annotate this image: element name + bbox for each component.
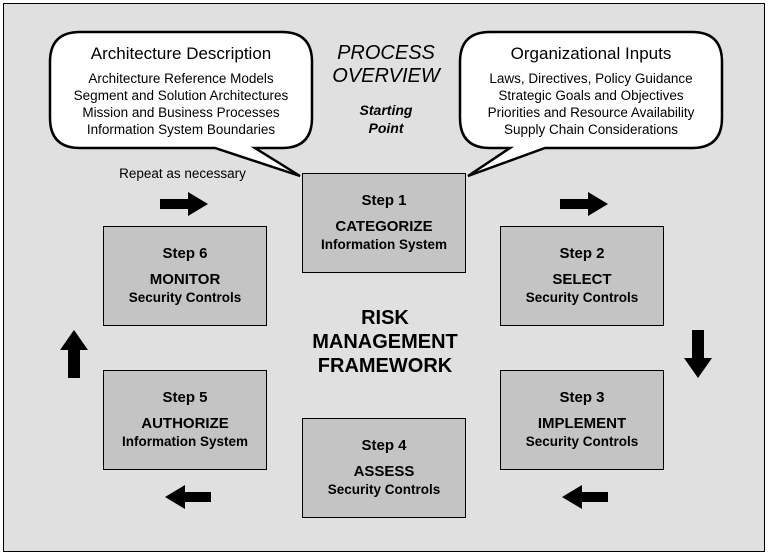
architecture-description-callout: Architecture Description Architecture Re… — [52, 44, 310, 138]
starting-point-label: Starting Point — [318, 101, 454, 137]
organizational-item: Supply Chain Considerations — [503, 122, 679, 137]
organizational-item: Laws, Directives, Policy Guidance — [489, 71, 693, 86]
step-object: Security Controls — [525, 290, 639, 305]
step-number: Step 5 — [162, 389, 208, 406]
step-action: CATEGORIZE — [335, 218, 433, 235]
organizational-item: Priorities and Resource Availability — [487, 105, 695, 120]
step-1-box: Step 1 CATEGORIZE Information System — [302, 173, 466, 273]
framework-title-line: MANAGEMENT — [312, 331, 458, 353]
step-number: Step 3 — [559, 389, 605, 406]
step-number: Step 1 — [361, 192, 407, 209]
process-title-line: OVERVIEW — [332, 65, 440, 87]
step-object: Security Controls — [327, 482, 441, 497]
architecture-callout-bubble — [48, 30, 314, 178]
step-6-box: Step 6 MONITOR Security Controls — [103, 226, 267, 326]
step-action: MONITOR — [149, 271, 221, 288]
architecture-item: Segment and Solution Architectures — [73, 88, 289, 103]
step-3-box: Step 3 IMPLEMENT Security Controls — [500, 370, 664, 470]
organizational-callout-bubble — [458, 30, 724, 178]
architecture-heading: Architecture Description — [90, 44, 272, 63]
arrow-left-icon — [562, 485, 608, 509]
step-number: Step 6 — [162, 245, 208, 262]
step-5-box: Step 5 AUTHORIZE Information System — [103, 370, 267, 470]
step-2-box: Step 2 SELECT Security Controls — [500, 226, 664, 326]
step-action: IMPLEMENT — [537, 415, 627, 432]
step-number: Step 4 — [361, 437, 407, 454]
arrow-right-icon — [560, 192, 608, 216]
starting-point-line: Starting — [359, 102, 413, 118]
arrow-down-icon — [684, 330, 712, 378]
step-action: AUTHORIZE — [141, 415, 229, 432]
framework-title-line: RISK — [361, 307, 409, 329]
organizational-inputs-callout: Organizational Inputs Laws, Directives, … — [462, 44, 720, 138]
step-object: Information System — [121, 434, 249, 449]
organizational-heading: Organizational Inputs — [510, 44, 672, 63]
arrow-left-icon — [165, 485, 211, 509]
step-object: Security Controls — [128, 290, 242, 305]
process-title-line: PROCESS — [337, 42, 435, 64]
step-action: SELECT — [552, 271, 612, 288]
repeat-note: Repeat as necessary — [119, 166, 246, 181]
step-4-box: Step 4 ASSESS Security Controls — [302, 418, 466, 518]
organizational-item: Strategic Goals and Objectives — [498, 88, 684, 103]
process-overview-title: PROCESS OVERVIEW — [318, 42, 454, 88]
starting-point-line: Point — [368, 120, 404, 136]
arrow-right-icon — [160, 192, 208, 216]
framework-title-line: FRAMEWORK — [317, 355, 453, 377]
risk-management-framework-title: RISK MANAGEMENT FRAMEWORK — [290, 306, 480, 378]
step-action: ASSESS — [353, 463, 415, 480]
architecture-item: Mission and Business Processes — [82, 105, 280, 120]
step-object: Security Controls — [525, 434, 639, 449]
step-object: Information System — [320, 237, 448, 252]
arrow-up-icon — [60, 330, 88, 378]
architecture-item: Architecture Reference Models — [88, 71, 274, 86]
architecture-item: Information System Boundaries — [86, 122, 276, 137]
step-number: Step 2 — [559, 245, 605, 262]
